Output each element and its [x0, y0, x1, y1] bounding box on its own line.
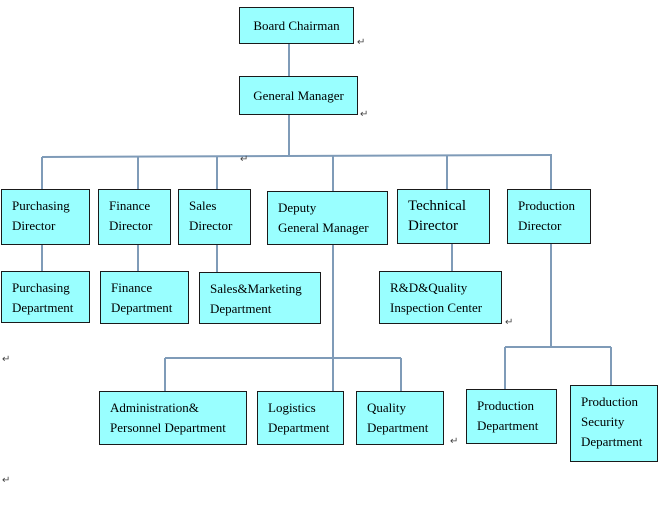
production-director-label: Production Director [518, 198, 576, 233]
quality-department-box: Quality Department [356, 391, 444, 445]
production-department-box: Production Department [466, 389, 557, 444]
finance-director-box: Finance Director [98, 189, 171, 245]
finance-department-box: Finance Department [100, 271, 189, 324]
line-director-bus [41, 154, 553, 158]
general-manager-label: General Manager [253, 87, 344, 103]
administration-personnel-department-label: Administration& Personnel Department [110, 400, 226, 435]
purchasing-department-box: Purchasing Department [1, 271, 90, 323]
production-security-department-box: Production Security Department [570, 385, 658, 462]
paragraph-mark: ↵ [2, 354, 11, 365]
paragraph-mark: ↵ [2, 475, 11, 486]
technical-director-box: Technical Director [397, 189, 490, 244]
purchasing-director-label: Purchasing Director [12, 198, 70, 233]
deputy-general-manager-box: Deputy General Manager [267, 191, 388, 245]
paragraph-mark: ↵ [360, 109, 369, 120]
quality-department-label: Quality Department [367, 400, 429, 435]
sales-marketing-department-label: Sales&Marketing Department [210, 281, 302, 316]
production-department-label: Production Department [477, 398, 539, 433]
purchasing-department-label: Purchasing Department [12, 280, 74, 315]
sales-director-label: Sales Director [189, 198, 233, 233]
finance-department-label: Finance Department [111, 280, 173, 315]
administration-personnel-department-box: Administration& Personnel Department [99, 391, 247, 445]
paragraph-mark: ↵ [450, 436, 459, 447]
board-chairman-box: Board Chairman [239, 7, 354, 44]
sales-director-box: Sales Director [178, 189, 251, 245]
board-chairman-label: Board Chairman [253, 17, 340, 33]
rd-quality-center-box: R&D&Quality Inspection Center [379, 271, 502, 324]
technical-director-label: Technical Director [408, 198, 467, 234]
finance-director-label: Finance Director [109, 198, 153, 233]
rd-quality-center-label: R&D&Quality Inspection Center [390, 280, 483, 315]
paragraph-mark: ↵ [505, 317, 514, 328]
deputy-general-manager-label: Deputy General Manager [278, 200, 369, 235]
logistics-department-box: Logistics Department [257, 391, 344, 445]
general-manager-box: General Manager [239, 76, 358, 115]
production-security-department-label: Production Security Department [581, 394, 643, 449]
paragraph-mark: ↵ [240, 154, 249, 165]
logistics-department-label: Logistics Department [268, 400, 330, 435]
purchasing-director-box: Purchasing Director [1, 189, 90, 245]
production-director-box: Production Director [507, 189, 591, 244]
sales-marketing-department-box: Sales&Marketing Department [199, 272, 321, 324]
paragraph-mark: ↵ [357, 37, 366, 48]
